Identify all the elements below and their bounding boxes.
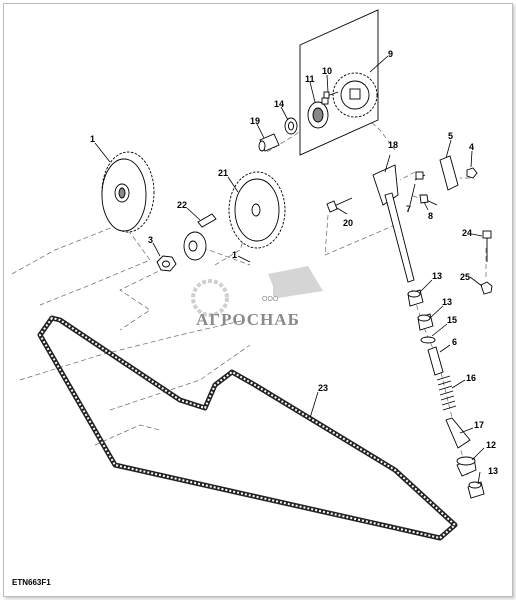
- washer-14: [284, 117, 298, 135]
- callout-24: 24: [462, 228, 472, 238]
- callout-5: 5: [448, 131, 453, 141]
- callout-15: 15: [447, 315, 457, 325]
- callout-20: 20: [343, 218, 353, 228]
- bolt-24: [482, 230, 492, 262]
- figure-code: ETN663F1: [12, 578, 51, 587]
- callout-13-bottom: 13: [488, 466, 498, 476]
- callout-1b: 1: [232, 250, 237, 260]
- bracket-5: [439, 155, 459, 191]
- washer-15: [420, 336, 436, 344]
- spring-16: [436, 375, 457, 411]
- key-22: [197, 213, 217, 228]
- callout-6: 6: [452, 337, 457, 347]
- callout-14: 14: [274, 99, 284, 109]
- bushing-13-bottom: [467, 481, 485, 499]
- bolt-7: [414, 171, 426, 181]
- drive-chain: [37, 315, 458, 541]
- nut-3: [156, 255, 177, 272]
- callout-12: 12: [486, 440, 496, 450]
- sleeve-6: [427, 346, 444, 376]
- callout-17: 17: [474, 420, 484, 430]
- nut-25: [480, 281, 493, 295]
- watermark-logo: [191, 266, 323, 317]
- tension-arm: [372, 164, 415, 283]
- callout-22: 22: [177, 200, 187, 210]
- callout-labels: 1 1 3 4 5 6 7 8 9 10 11 12 13 13 13 14 1…: [90, 49, 498, 476]
- callout-11: 11: [305, 74, 315, 84]
- bushing-19: [258, 133, 280, 152]
- callout-3: 3: [148, 235, 153, 245]
- large-sprocket: [228, 171, 286, 249]
- bushing-13-top: [407, 289, 424, 307]
- nut-4: [466, 167, 478, 179]
- callout-23: 23: [318, 383, 328, 393]
- callout-18: 18: [388, 140, 398, 150]
- callout-7: 7: [406, 204, 411, 214]
- callout-10: 10: [322, 66, 332, 76]
- callout-25: 25: [460, 272, 470, 282]
- hub-washer: [183, 231, 207, 261]
- bolt-10: [323, 91, 339, 99]
- idler-bearing: [307, 97, 329, 129]
- callout-13-mid: 13: [442, 297, 452, 307]
- bushing-13-mid: [417, 313, 434, 331]
- callout-4: 4: [469, 142, 474, 152]
- callout-9: 9: [388, 49, 393, 59]
- guide-17: [445, 417, 471, 449]
- watermark-text: АГРОСНАБ: [196, 310, 300, 329]
- cap-12: [456, 456, 477, 477]
- callout-13-top: 13: [432, 271, 442, 281]
- watermark-small-text: ООО: [262, 296, 279, 303]
- large-disc: [101, 151, 155, 233]
- callout-1a: 1: [90, 134, 95, 144]
- callout-21: 21: [218, 168, 228, 178]
- callout-16: 16: [466, 373, 476, 383]
- callout-8: 8: [428, 211, 433, 221]
- bolt-20: [326, 197, 353, 213]
- small-sprocket: [332, 72, 378, 118]
- callout-19: 19: [250, 116, 260, 126]
- callout-leaders: [94, 55, 485, 485]
- bolt-8: [419, 194, 438, 206]
